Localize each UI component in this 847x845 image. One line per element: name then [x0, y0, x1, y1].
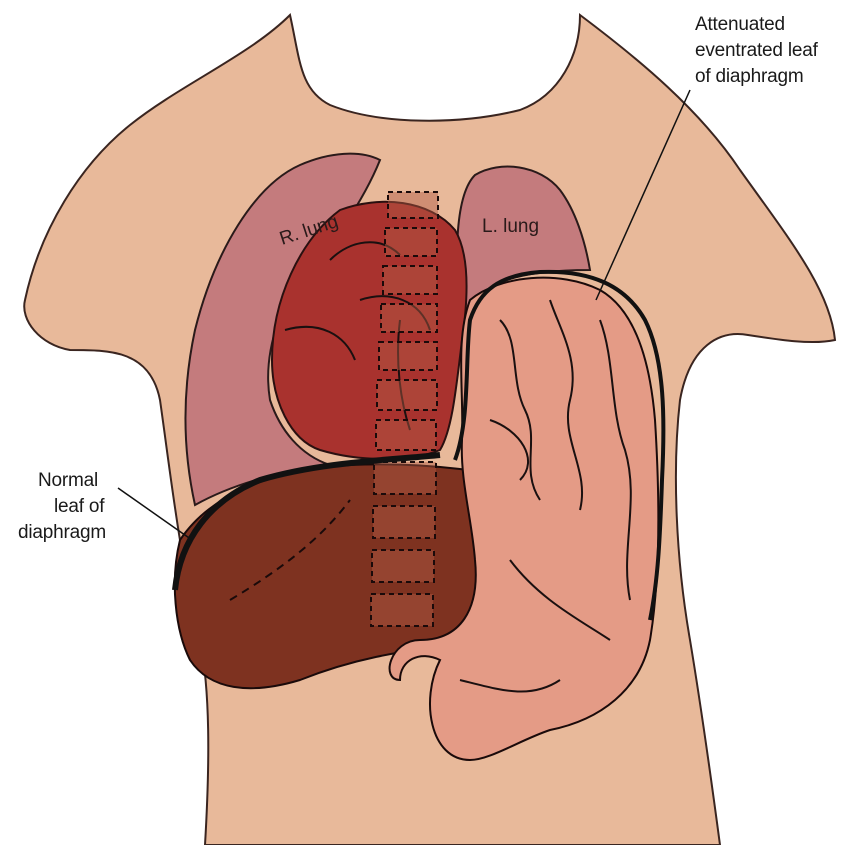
attenuated-label-line3: of diaphragm — [695, 66, 804, 87]
normal-label-line3: diaphragm — [18, 522, 106, 543]
normal-label-line2: leaf of — [54, 496, 105, 517]
normal-label-line1: Normal — [38, 470, 98, 491]
attenuated-label-line2: eventrated leaf — [695, 40, 819, 61]
attenuated-label-line1: Attenuated — [695, 14, 785, 35]
left-lung-label: L. lung — [482, 216, 539, 237]
